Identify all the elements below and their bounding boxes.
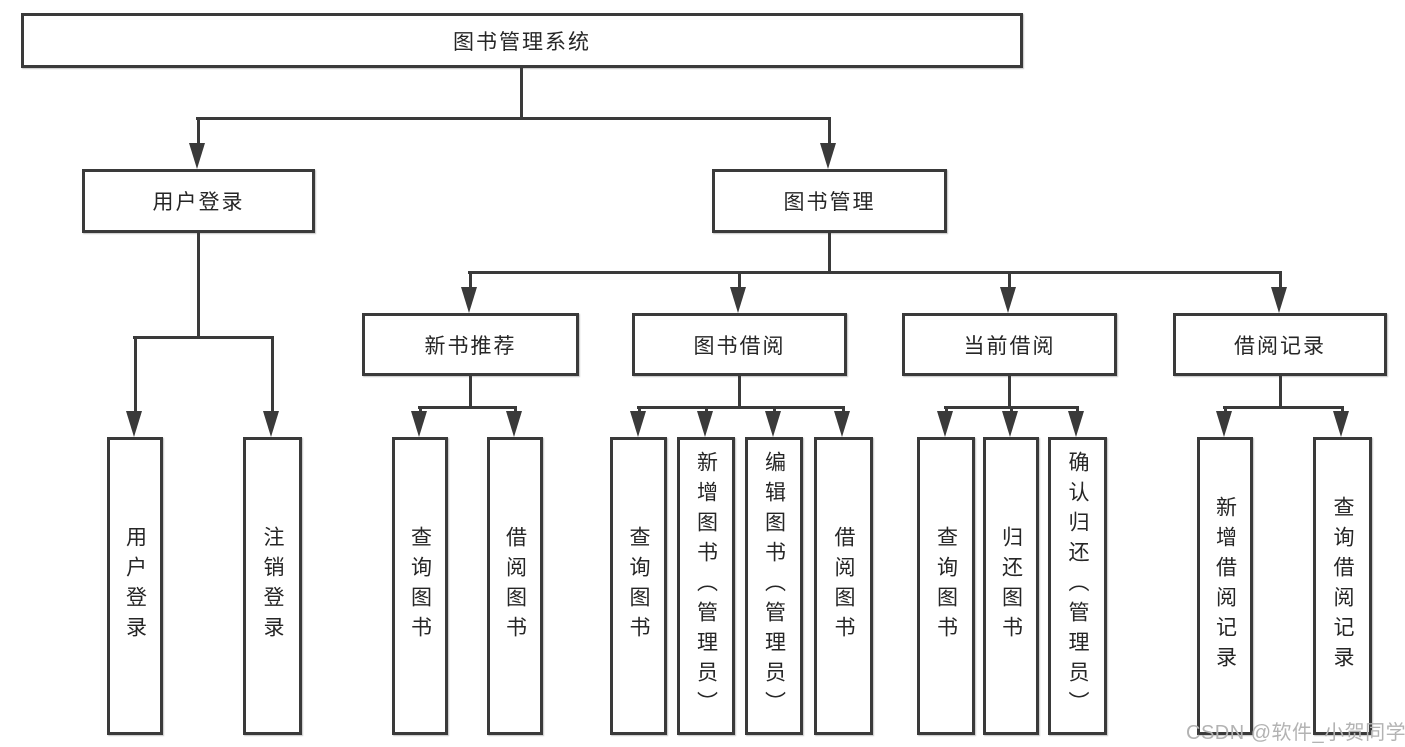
leaf-borrow-books-borrow: 借阅图书 xyxy=(814,437,873,735)
connector-arrow-stem xyxy=(134,336,137,424)
watermark: CSDN @软件_小贺同学 xyxy=(1186,722,1405,744)
leaf-label: 新增借阅记录 xyxy=(1213,496,1237,676)
node-new-book-recommendation: 新书推荐 xyxy=(362,313,579,376)
arrowhead-icon xyxy=(263,411,279,437)
arrowhead-icon xyxy=(697,411,713,437)
leaf-borrow-books-recommend: 借阅图书 xyxy=(487,437,543,735)
arrowhead-icon xyxy=(1000,287,1016,313)
node-label: 新书推荐 xyxy=(424,334,517,358)
leaf-label: 查询借阅记录 xyxy=(1331,496,1354,676)
connector-vline xyxy=(197,231,200,339)
node-label: 图书管理系统 xyxy=(453,30,591,54)
leaf-query-books-borrow: 查询图书 xyxy=(610,437,667,735)
connector-vline xyxy=(469,374,472,409)
leaf-label: 归还图书 xyxy=(999,526,1023,646)
node-book-borrowing: 图书借阅 xyxy=(632,313,847,376)
arrowhead-icon xyxy=(765,411,781,437)
arrowhead-icon xyxy=(126,411,142,437)
arrowhead-icon xyxy=(1271,287,1287,313)
node-library-management-system: 图书管理系统 xyxy=(21,13,1023,68)
arrowhead-icon xyxy=(1333,411,1349,437)
leaf-label: 用户登录 xyxy=(123,526,147,646)
leaf-label: 查询图书 xyxy=(934,526,958,646)
arrowhead-icon xyxy=(506,411,522,437)
connector-vline xyxy=(520,66,523,120)
leaf-query-books-recommend: 查询图书 xyxy=(392,437,448,735)
arrowhead-icon xyxy=(937,411,953,437)
arrowhead-icon xyxy=(630,411,646,437)
node-label: 用户登录 xyxy=(152,191,245,214)
connector-hline xyxy=(1223,406,1344,409)
leaf-edit-book-admin: 编辑图书（管理员） xyxy=(745,437,803,735)
leaf-return-book: 归还图书 xyxy=(983,437,1039,735)
leaf-label: 确认归还（管理员） xyxy=(1066,451,1089,721)
leaf-query-borrow-record: 查询借阅记录 xyxy=(1313,437,1372,735)
leaf-label: 注销登录 xyxy=(261,526,284,646)
connector-hline xyxy=(468,271,1282,274)
arrowhead-icon xyxy=(189,143,205,169)
node-borrowing-records: 借阅记录 xyxy=(1173,313,1387,376)
leaf-user-login: 用户登录 xyxy=(107,437,163,735)
leaf-add-book-admin: 新增图书（管理员） xyxy=(677,437,735,735)
connector-hline xyxy=(133,336,274,339)
leaf-label: 查询图书 xyxy=(408,526,432,646)
connector-arrow-stem xyxy=(271,336,274,424)
arrowhead-icon xyxy=(1002,411,1018,437)
node-label: 图书借阅 xyxy=(693,334,786,358)
connector-arrow-stem xyxy=(828,117,831,156)
arrowhead-icon xyxy=(461,287,477,313)
leaf-label: 借阅图书 xyxy=(503,526,527,646)
node-book-management: 图书管理 xyxy=(712,169,947,233)
connector-hline xyxy=(418,406,517,409)
node-label: 图书管理 xyxy=(783,191,876,214)
connector-hline xyxy=(637,406,845,409)
connector-arrow-stem xyxy=(197,117,200,156)
leaf-logout: 注销登录 xyxy=(243,437,302,735)
node-label: 借阅记录 xyxy=(1234,334,1326,358)
leaf-label: 查询图书 xyxy=(627,526,650,646)
arrowhead-icon xyxy=(730,287,746,313)
connector-vline xyxy=(1008,374,1011,409)
arrowhead-icon xyxy=(820,143,836,169)
connector-vline xyxy=(828,231,831,274)
connector-vline xyxy=(738,374,741,409)
connector-arrow-stem xyxy=(1279,271,1282,300)
node-current-borrowing: 当前借阅 xyxy=(902,313,1117,376)
leaf-label: 新增图书（管理员） xyxy=(694,451,718,721)
node-label: 当前借阅 xyxy=(963,334,1056,358)
arrowhead-icon xyxy=(1068,411,1084,437)
node-user-login: 用户登录 xyxy=(82,169,315,233)
arrowhead-icon xyxy=(834,411,850,437)
leaf-confirm-return-admin: 确认归还（管理员） xyxy=(1048,437,1107,735)
leaf-label: 借阅图书 xyxy=(832,526,855,646)
leaf-query-books-current: 查询图书 xyxy=(917,437,975,735)
connector-vline xyxy=(1279,374,1282,409)
connector-arrow-stem xyxy=(738,271,741,300)
connector-hline xyxy=(196,117,831,120)
arrowhead-icon xyxy=(411,411,427,437)
arrowhead-icon xyxy=(1216,411,1232,437)
leaf-label: 编辑图书（管理员） xyxy=(762,451,786,721)
leaf-add-borrow-record: 新增借阅记录 xyxy=(1197,437,1253,735)
connector-arrow-stem xyxy=(1008,271,1011,300)
connector-arrow-stem xyxy=(469,271,472,300)
